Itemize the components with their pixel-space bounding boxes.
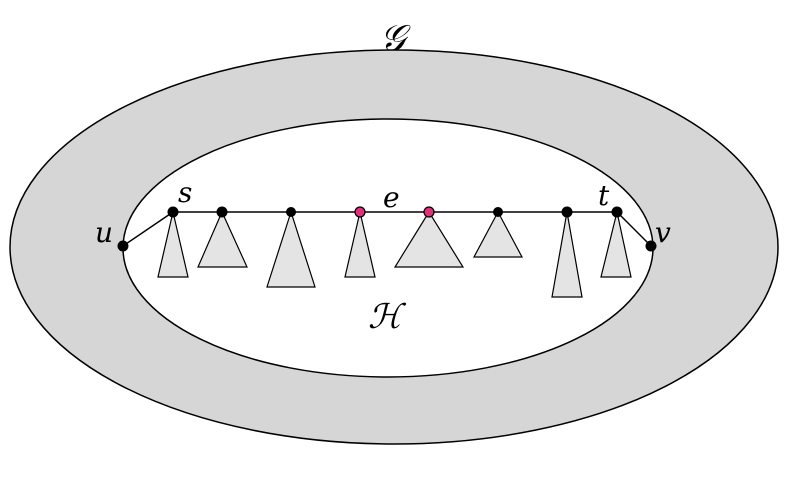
subtree-triangle [600, 211, 632, 278]
vertex [216, 206, 228, 218]
edge-e-endpoint-right [423, 206, 435, 218]
edge-u-s [122, 211, 174, 247]
label-u: u [95, 216, 113, 249]
vertex [286, 207, 296, 217]
vertex-u [117, 240, 129, 252]
label-inner-graph: ℋ [368, 297, 407, 337]
label-s: s [178, 176, 192, 209]
vertex-v [645, 240, 657, 252]
subtree-triangle [197, 210, 248, 268]
vertex-t [611, 206, 623, 218]
subtree-triangle [393, 210, 465, 268]
label-t: t [598, 179, 610, 212]
subtree-triangle [157, 211, 189, 278]
subtree-triangle [551, 211, 583, 298]
subtree-triangle [473, 210, 523, 258]
subtree-triangle [344, 211, 376, 278]
edge-t-v [616, 211, 652, 247]
subtree-triangle [266, 210, 316, 288]
label-v: v [655, 216, 671, 249]
edge-e-endpoint-left [354, 206, 366, 218]
vertex [493, 207, 503, 217]
vertex-s [167, 206, 179, 218]
label-e: e [383, 181, 400, 214]
vertex [561, 206, 573, 218]
